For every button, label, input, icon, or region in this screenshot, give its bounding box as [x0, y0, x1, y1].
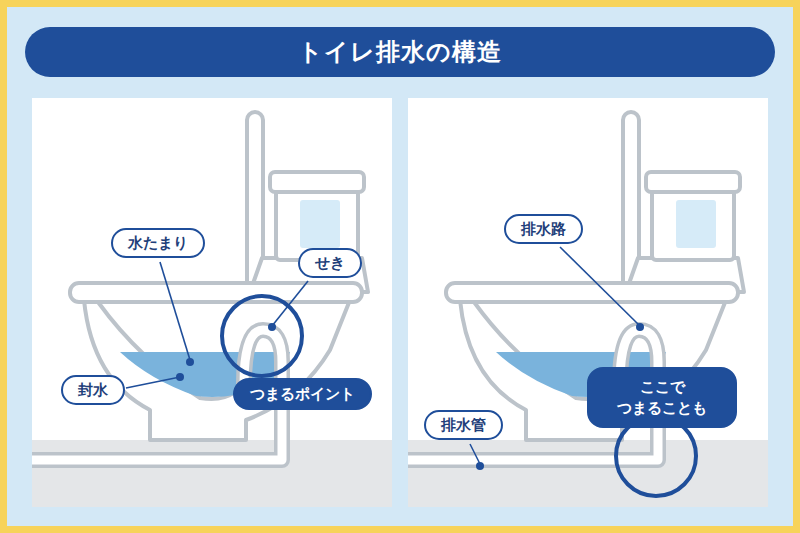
label-text: 水たまり [128, 233, 188, 253]
title-text: トイレ排水の構造 [298, 36, 502, 68]
title-banner: トイレ排水の構造 [25, 27, 775, 77]
toilet-left [32, 112, 392, 507]
toilet-right [408, 112, 768, 507]
highlight-pill: ここで つまることも [587, 367, 737, 428]
label-text: せき [315, 253, 345, 273]
label-pill: 封水 [61, 375, 125, 405]
label-text: つまるポイント [250, 384, 355, 404]
leader-dots [176, 323, 644, 470]
label-text: 封水 [78, 380, 108, 400]
clog-circle [222, 296, 302, 376]
highlight-pill: つまるポイント [233, 378, 372, 410]
label-pill: 水たまり [111, 228, 205, 258]
leader-lines [126, 247, 640, 464]
left-panel [32, 98, 392, 507]
label-text: 排水管 [441, 415, 486, 435]
label-pill: せき [298, 248, 362, 278]
right-panel [408, 98, 768, 507]
label-pill: 排水管 [424, 410, 503, 440]
label-pill: 排水路 [504, 214, 583, 244]
clog-circle [616, 416, 696, 496]
label-text: ここで つまることも [603, 377, 721, 418]
label-text: 排水路 [521, 219, 566, 239]
